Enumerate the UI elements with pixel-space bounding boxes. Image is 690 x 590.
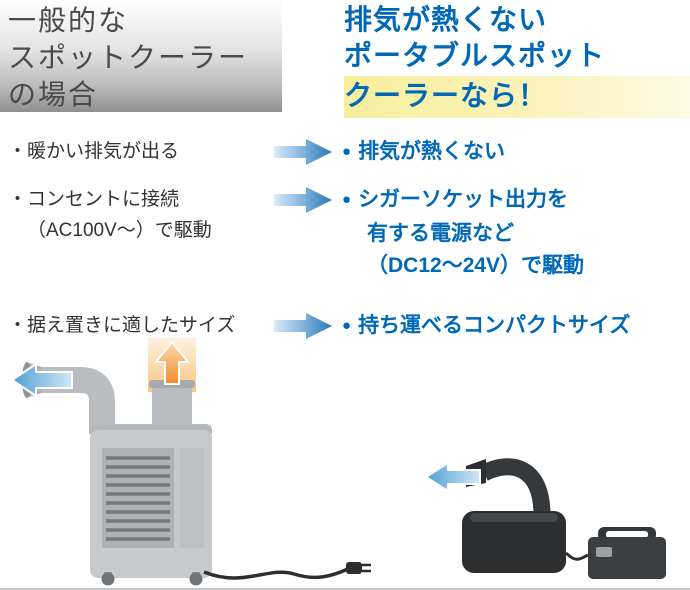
transition-arrow-icon	[274, 187, 332, 213]
heading-line: の場合	[8, 79, 99, 110]
hot-exhaust-arrow-icon	[153, 340, 191, 385]
header-spacer	[282, 0, 344, 118]
illustration-scene	[0, 330, 690, 590]
dc-cord	[564, 551, 589, 561]
typical-point-text: ・暖かい排気が出る	[8, 141, 180, 162]
plug-icon	[346, 562, 371, 574]
wheel	[101, 572, 115, 586]
comparison-row-size: ・据え置きに適したサイズ ● 持ち運べるコンパクトサイズ	[8, 310, 690, 344]
typical-cooler-heading: 一般的な スポットクーラー の場合	[0, 0, 282, 112]
comparison-row-power: ・コンセントに接続 （AC100V〜）で駆動 ● シガーソケット出力を 有する電…	[8, 184, 690, 282]
header: 一般的な スポットクーラー の場合 排気が熱くない ポータブルスポット クーラー…	[0, 0, 690, 118]
typical-point-text: ・コンセントに接続 （AC100V〜）で駆動	[8, 189, 212, 241]
portable-point-text: ● シガーソケット出力を 有する電源など （DC12〜24V）で駆動	[342, 184, 690, 282]
bullet-dot: ●	[342, 317, 352, 334]
heading-line: スポットクーラー	[8, 42, 249, 73]
comparison-list: ・暖かい排気が出る ● 排気が熱くない ・コンセントに接続	[0, 136, 690, 344]
comparison-row-exhaust: ・暖かい排気が出る ● 排気が熱くない	[8, 136, 690, 170]
wheel	[189, 572, 203, 586]
portable-point-text: ● 排気が熱くない	[342, 136, 690, 170]
bullet-dot: ●	[342, 191, 352, 208]
portable-cooler-illustration	[424, 458, 666, 579]
portable-cooler-heading: 排気が熱くない ポータブルスポット クーラーなら！	[344, 0, 690, 118]
cool-air-arrow-icon	[424, 461, 481, 493]
spot-cooler-illustration	[10, 338, 371, 586]
cool-air-arrow-icon	[10, 362, 73, 398]
cool-air-hose	[480, 458, 551, 516]
heading-line: 排気が熱くない	[344, 4, 548, 35]
power-cord	[203, 567, 349, 580]
cool-air-duct	[40, 367, 115, 434]
portable-point-text: ● 持ち運べるコンパクトサイズ	[342, 310, 690, 344]
transition-arrow-icon	[274, 139, 332, 165]
vent-grill	[102, 448, 174, 548]
typical-point-text: ・据え置きに適したサイズ	[8, 315, 236, 336]
transition-arrow-icon	[274, 313, 332, 339]
bullet-dot: ●	[342, 143, 352, 160]
portable-cooler-body	[462, 511, 566, 573]
yellow-highlight-heading-line: クーラーなら！	[344, 76, 690, 118]
portable-power-station	[588, 527, 666, 579]
heading-line: ポータブルスポット	[344, 40, 606, 71]
heading-line: 一般的な	[8, 5, 129, 36]
